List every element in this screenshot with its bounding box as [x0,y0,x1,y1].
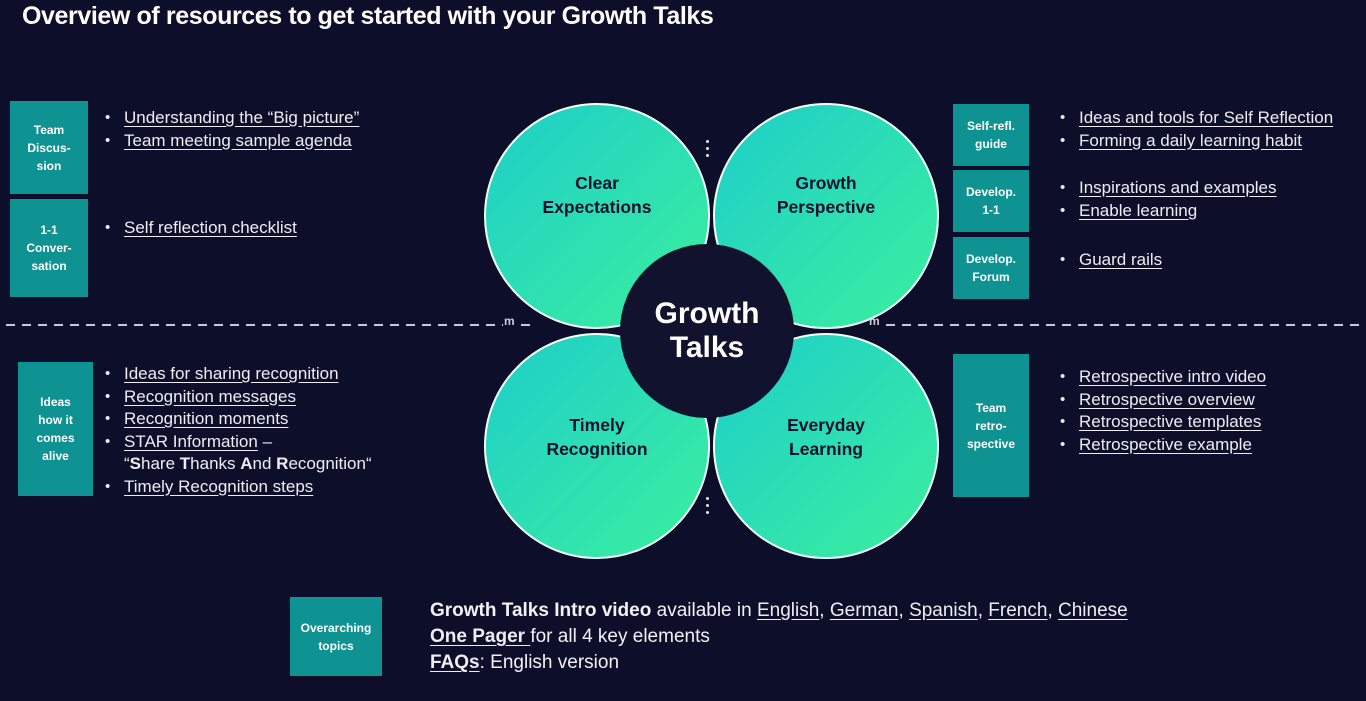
resource-link[interactable]: Timely Recognition steps [124,476,314,496]
resource-link[interactable]: Inspirations and examples [1079,178,1277,197]
resource-link[interactable]: Guard rails [1079,250,1163,269]
category-box-label: 1-1 Conver- sation [26,223,72,273]
inline-link[interactable]: French [988,600,1048,621]
list-item: Self reflection checklist [103,217,297,240]
resource-list-team-discussion: Understanding the “Big picture” Team mee… [103,107,359,152]
resource-link[interactable]: Self reflection checklist [124,218,297,237]
list-item: Forming a daily learning habit [1058,130,1333,153]
category-box-label: Team retro- spective [966,400,1016,451]
dashed-divider-left-cap [521,324,533,326]
resource-list-ideas-alive: Ideas for sharing recognition Recognitio… [103,363,372,498]
page-title: Overview of resources to get started wit… [22,2,714,30]
list-item: Team meeting sample agenda [103,130,359,153]
resource-list-self-refl: Ideas and tools for Self Reflection Form… [1058,107,1333,152]
list-item: Retrospective intro video [1058,366,1266,389]
inline-link[interactable]: German [829,600,899,621]
category-box-team-retrospective: Team retro- spective [953,354,1029,497]
inline-link[interactable]: Chinese [1058,600,1128,621]
star-expansion: “Share Thanks And Recognition“ [124,454,372,473]
petal-label: Clear Expectations [542,173,652,217]
list-item: Inspirations and examples [1058,177,1277,200]
resource-link[interactable]: Retrospective templates [1079,412,1262,431]
vertical-ellipsis-icon [706,497,709,514]
resource-link[interactable]: Enable learning [1079,200,1198,220]
vertical-ellipsis-icon [706,140,709,157]
core-label: Growth Talks [654,296,760,365]
inline-link[interactable]: Spanish [909,600,978,621]
inline-link[interactable]: One Pager [430,626,531,647]
resource-link[interactable]: Retrospective overview [1079,389,1255,409]
resource-link[interactable]: Ideas for sharing recognition [124,364,339,383]
category-box-self-refl-guide: Self-refl. guide [953,104,1029,166]
category-box-label: Develop. Forum [965,252,1016,284]
squiggle-mark-right: m [869,314,880,328]
category-box-label: Self-refl. guide [966,119,1015,151]
resource-link[interactable]: Retrospective intro video [1079,367,1267,386]
category-box-label: Develop. 1-1 [965,185,1016,217]
footer-line-one-pager: One Pager for all 4 key elements [430,626,710,647]
category-box-overarching-topics: Overarching topics [290,597,382,676]
growth-talks-core: Growth Talks [620,244,794,418]
category-box-develop-1-1: Develop. 1-1 [953,170,1029,232]
resource-list-develop-forum: Guard rails [1058,249,1162,272]
list-item: Retrospective overview [1058,389,1266,412]
resource-list-team-retrospective: Retrospective intro video Retrospective … [1058,366,1266,456]
list-item-star: STAR Information – “Share Thanks And Rec… [103,431,372,476]
squiggle-mark-left: m [504,314,515,328]
category-box-label: Overarching topics [300,620,372,653]
resource-link[interactable]: Understanding the “Big picture” [124,108,360,127]
resource-list-develop-1-1: Inspirations and examples Enable learnin… [1058,177,1277,222]
list-item: Enable learning [1058,200,1277,223]
resource-link[interactable]: Ideas and tools for Self Reflection [1079,108,1334,127]
resource-link[interactable]: STAR Information [124,431,258,451]
overarching-topics-text: Growth Talks Intro video available in En… [430,598,1128,676]
list-item: Recognition moments [103,408,372,431]
list-item: Guard rails [1058,249,1162,272]
list-item: Understanding the “Big picture” [103,107,359,130]
inline-link[interactable]: English [756,600,820,621]
footer-line-intro-video: Growth Talks Intro video available in En… [430,600,1128,621]
category-box-develop-forum: Develop. Forum [953,237,1029,299]
resource-link[interactable]: Recognition moments [124,409,289,428]
resource-list-1-1-conversation: Self reflection checklist [103,217,297,240]
inline-link[interactable]: FAQs [430,652,480,673]
resource-link[interactable]: Forming a daily learning habit [1079,130,1303,150]
petal-label: Timely Recognition [546,415,648,459]
dashed-divider-left [6,324,503,326]
category-box-label: Team Discus- sion [27,122,71,173]
footer-line-faqs: FAQs: English version [430,652,620,673]
category-box-team-discussion: Team Discus- sion [10,101,88,194]
petal-label: Everyday Learning [787,415,865,459]
resource-link[interactable]: Recognition messages [124,386,296,406]
dashed-divider-right [886,324,1366,326]
resource-link[interactable]: Team meeting sample agenda [124,130,352,150]
category-box-1-1-conversation: 1-1 Conver- sation [10,199,88,297]
star-dash: – [257,431,273,451]
resource-link[interactable]: Retrospective example [1079,434,1252,454]
petal-label: Growth Perspective [776,173,876,217]
list-item: Ideas for sharing recognition [103,363,372,386]
category-box-label: Ideas how it comes alive [36,395,75,463]
list-item: Recognition messages [103,386,372,409]
list-item: Timely Recognition steps [103,476,372,499]
list-item: Retrospective example [1058,434,1266,457]
category-box-ideas-alive: Ideas how it comes alive [18,362,93,496]
list-item: Ideas and tools for Self Reflection [1058,107,1333,130]
list-item: Retrospective templates [1058,411,1266,434]
